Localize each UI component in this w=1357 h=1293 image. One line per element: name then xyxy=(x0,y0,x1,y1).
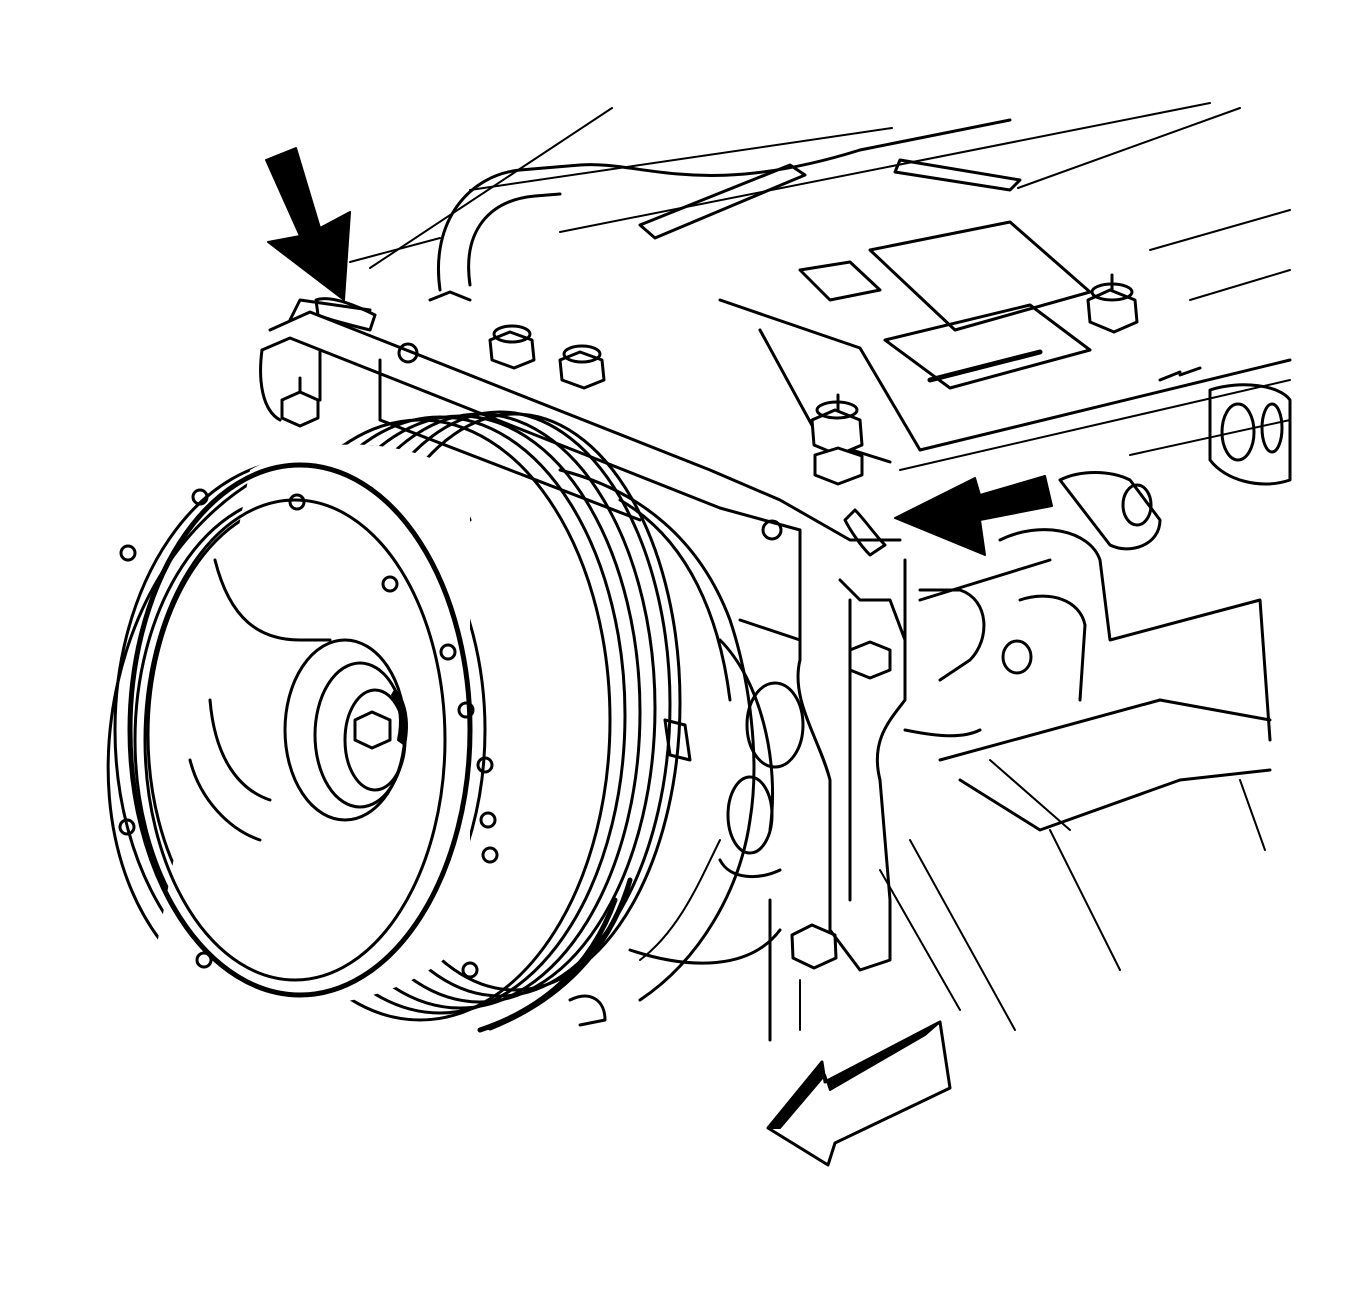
fasteners xyxy=(428,273,1202,970)
compressor-body xyxy=(558,468,805,1027)
front-direction-indicator xyxy=(766,1020,952,1167)
compressor-pulley xyxy=(106,410,682,1033)
engine-background xyxy=(349,102,1292,1042)
right-dowel-callout xyxy=(843,475,1053,557)
upper-left-dowel-callout xyxy=(265,147,377,332)
